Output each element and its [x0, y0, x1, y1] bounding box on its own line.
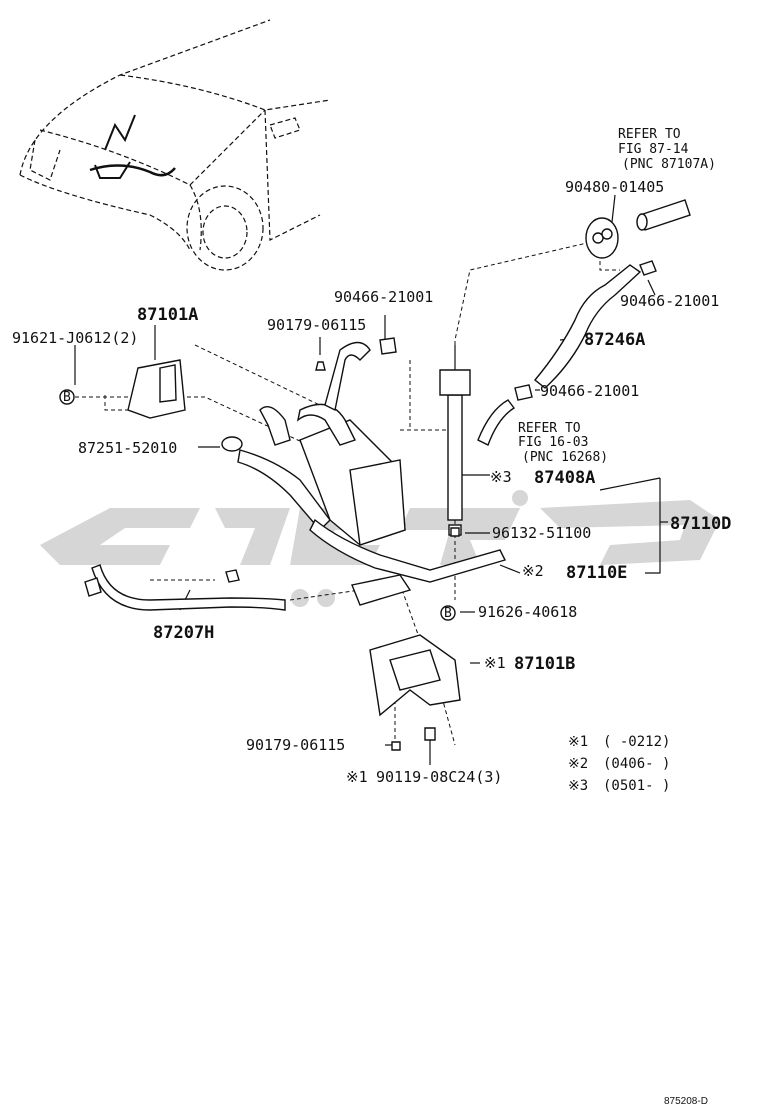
part-90466-21001-top: 90466-21001: [620, 292, 719, 310]
part-87408a: 87408A: [534, 468, 595, 488]
refer-fig-87-14-line3: (PNC 87107A): [622, 157, 716, 172]
applicability-notes: ※1 ( -0212) ※2 (0406- ) ※3 (0501- ): [568, 734, 670, 794]
refer-fig-87-14-line1: REFER TO: [618, 127, 681, 142]
part-90179-06115-bottom: 90179-06115: [246, 736, 345, 754]
applicability-mark-87101b: ※1: [484, 654, 506, 672]
refer-fig-16-03-line1: REFER TO: [518, 421, 581, 436]
part-87101a: 87101A: [137, 305, 198, 325]
refer-fig-87-14-line2: FIG 87-14: [618, 142, 689, 157]
note-3-mark: ※3: [568, 778, 588, 794]
refer-fig-16-03-line3: (PNC 16268): [522, 450, 608, 465]
applicability-mark-90119: ※1: [346, 768, 368, 786]
part-90119-08c24: 90119-08C24(3): [376, 768, 502, 786]
part-87207h: 87207H: [153, 623, 214, 643]
part-91621-j0612: 91621-J0612(2): [12, 329, 138, 347]
note-3-text: (0501- ): [603, 778, 670, 794]
circle-b-right-letter: B: [444, 606, 452, 621]
part-96132-51100: 96132-51100: [492, 524, 591, 542]
note-2-mark: ※2: [568, 756, 588, 772]
figure-code: 875208-D: [664, 1096, 708, 1107]
refer-fig-16-03-line2: FIG 16-03: [518, 435, 588, 450]
part-90466-21001-mid: 90466-21001: [334, 288, 433, 306]
applicability-mark-87110e: ※2: [522, 562, 544, 580]
part-87110e: 87110E: [566, 563, 627, 583]
part-87251-52010: 87251-52010: [78, 439, 177, 457]
part-90480-01405: 90480-01405: [565, 178, 664, 196]
note-2-text: (0406- ): [603, 756, 670, 772]
applicability-mark-87408a: ※3: [490, 468, 512, 486]
note-1-text: ( -0212): [603, 734, 670, 750]
part-drawings: [59, 199, 691, 751]
part-87110d: 87110D: [670, 514, 731, 534]
circle-b-left-letter: B: [63, 390, 71, 405]
part-90466-21001-low: 90466-21001: [540, 382, 639, 400]
part-90179-06115-top: 90179-06115: [267, 316, 366, 334]
part-87246a: 87246A: [584, 330, 645, 350]
car-silhouette: [19, 19, 331, 271]
note-1-mark: ※1: [568, 734, 588, 750]
part-91626-40618: 91626-40618: [478, 603, 577, 621]
part-87101b: 87101B: [514, 654, 575, 674]
part-labels: REFER TO FIG 87-14 (PNC 87107A) 90480-01…: [12, 127, 731, 786]
